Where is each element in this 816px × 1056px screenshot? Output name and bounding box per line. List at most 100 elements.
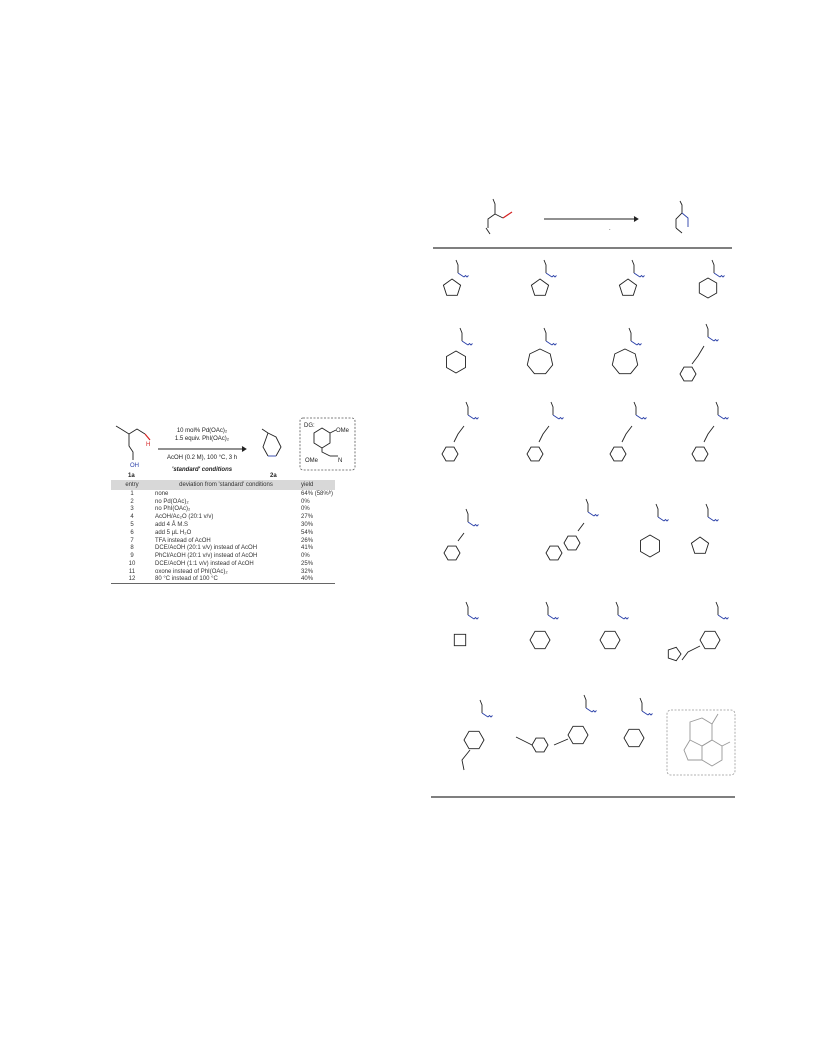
entry-cell: 4 [130, 514, 134, 521]
reagents-line-3: AcOH (0.2 M), 100 °C, 3 h [167, 455, 237, 461]
structure-bond [711, 259, 715, 273]
dg-ome-top: OMe [336, 428, 350, 434]
product-2a-structure [261, 428, 282, 457]
structure-bond [641, 416, 647, 420]
deviation-cell: DCE/AcOH (1:1 v/v) instead of AcOH [155, 560, 254, 567]
structure-bond [551, 342, 557, 346]
structure-bond [640, 534, 660, 558]
structure-bond [545, 601, 549, 615]
structure-bond [553, 616, 559, 620]
structure-bond [617, 614, 625, 620]
entry-cell: 1 [130, 490, 134, 497]
structure-bond [567, 725, 589, 745]
deviation-cell: oxone instead of PhI(OAc)₂ [155, 568, 228, 575]
yield-cell: 64% (58%ᵇ) [301, 490, 333, 497]
structure-bond [487, 714, 493, 718]
structure-bond [715, 601, 719, 615]
structure-bond [723, 616, 729, 620]
structure-bond [631, 259, 635, 273]
deviation-cell: none [155, 490, 169, 497]
structure-bond [630, 340, 638, 346]
structure-bond [457, 532, 465, 542]
structure-bond [633, 272, 641, 278]
structure-bond [467, 342, 473, 346]
structure-bond [639, 697, 643, 711]
structure-bond [639, 274, 645, 278]
structure-bond [545, 272, 553, 278]
structure-bond [628, 327, 632, 341]
structure-bond [707, 516, 715, 522]
table-row: 2 no Pd(OAc)₂ 0% [111, 498, 335, 506]
structure-bond [465, 508, 469, 522]
structure-bond [641, 710, 649, 716]
structure-bond [623, 728, 645, 748]
structure-bond [479, 699, 483, 713]
structure-bond [713, 272, 721, 278]
entry-cell: 8 [130, 545, 134, 552]
structure-bond [635, 414, 643, 420]
table-row: 3 no PhI(OAc)₂ 0% [111, 506, 335, 514]
structure-bond [705, 323, 709, 337]
entry-cell: 10 [128, 560, 136, 567]
structure-bond [461, 340, 469, 346]
deviation-cell: DCE/AcOH (20:1 v/v) instead of AcOH [155, 545, 258, 552]
structure-bond [599, 630, 621, 650]
structure-bond [691, 345, 705, 365]
structure-bond [453, 425, 465, 443]
entry-cell: 2 [130, 498, 134, 505]
deviation-cell: no Pd(OAc)₂ [155, 498, 189, 505]
structure-bond [633, 401, 637, 415]
structure-bond [717, 614, 725, 620]
structure-bond [553, 738, 569, 746]
structure-bond [618, 278, 638, 296]
deviation-cell: 80 °C instead of 100 °C [153, 575, 300, 585]
structure-bond [615, 601, 619, 615]
yield-cell: 0% [301, 553, 310, 560]
structure-bond [467, 614, 475, 620]
structure-bond [585, 707, 593, 713]
structure-bond [531, 737, 549, 753]
structure-bond [443, 545, 461, 561]
deviation-cell: AcOH/Ac₂O (20:1 v/v) [155, 514, 214, 521]
structure-bond [583, 694, 587, 708]
yield-cell: 32% [301, 568, 314, 575]
structure-bond [699, 630, 721, 650]
conditions-table: entry deviation from 'standard' conditio… [111, 480, 335, 585]
entry-cell: 12 [111, 575, 153, 585]
yield-cell: 0% [301, 498, 310, 505]
table-row: 1 none 64% (58%ᵇ) [111, 490, 335, 498]
dashed-sample-box [666, 709, 736, 776]
structure-bond [463, 730, 485, 750]
header-deviation: deviation from 'standard' conditions [153, 480, 300, 490]
structure-bond [690, 536, 710, 554]
entry-cell: 6 [130, 529, 134, 536]
reagents-line-1: 10 mol% Pd(OAc)₂ [177, 428, 228, 434]
entry-cell: 9 [130, 553, 134, 560]
yield-cell: 0% [301, 506, 310, 513]
structure-bond [636, 342, 642, 346]
entry-cell: 3 [130, 506, 134, 513]
structure-bond [563, 535, 581, 551]
structure-bond [577, 522, 585, 532]
structure-bond [543, 259, 547, 273]
structure-bond [585, 498, 589, 512]
structure-bond [473, 523, 479, 527]
structure-bond [463, 274, 469, 278]
reagents-line-2: 1.5 equiv. PhI(OAc)₂ [175, 436, 230, 442]
structure-bond [547, 614, 555, 620]
structure-bond [657, 516, 665, 522]
standard-conditions-label: 'standard' conditions [172, 467, 233, 473]
header-entry: entry [111, 480, 153, 490]
structure-bond [465, 401, 469, 415]
scope-structure-grid [441, 259, 729, 771]
structure-bond [679, 366, 697, 382]
structure-bond [515, 736, 533, 746]
structure-bond [465, 601, 469, 615]
deviation-cell: no PhI(OAc)₂ [155, 506, 191, 513]
structure-bond [481, 712, 489, 718]
